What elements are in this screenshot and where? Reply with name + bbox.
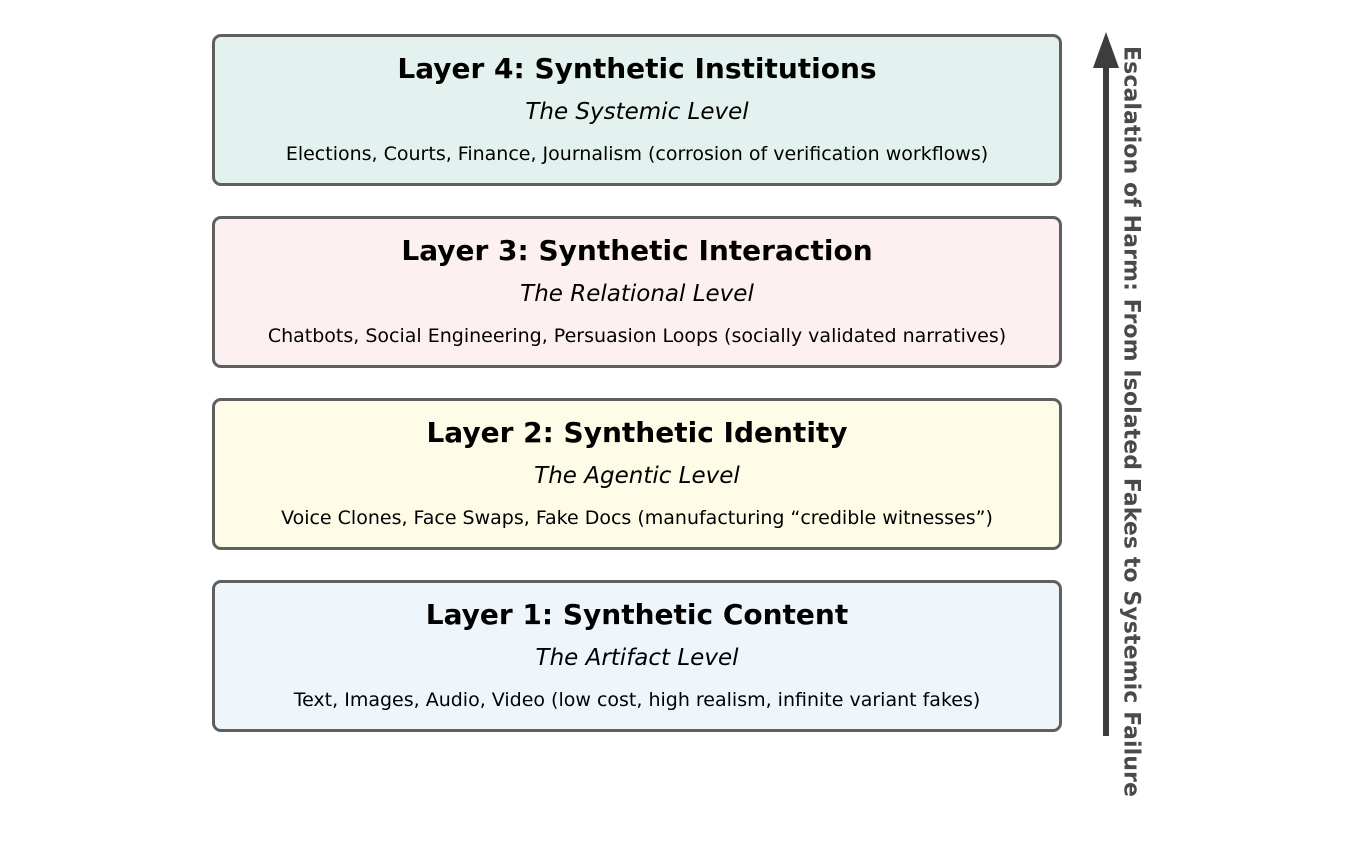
layer-subtitle: The Agentic Level: [534, 463, 740, 489]
layer-title: Layer 3: Synthetic Interaction: [401, 234, 873, 267]
layer-title: Layer 1: Synthetic Content: [425, 598, 849, 631]
axis-label-text: Escalation of Harm: From Isolated Fakes …: [1118, 46, 1144, 797]
layer-title: Layer 2: Synthetic Identity: [426, 416, 848, 449]
layer-subtitle: The Relational Level: [520, 281, 754, 307]
layer-description: Voice Clones, Face Swaps, Fake Docs (man…: [281, 507, 993, 529]
layer-box-1: Layer 1: Synthetic Content The Artifact …: [212, 580, 1062, 732]
escalation-arrow-icon: [1093, 32, 1119, 736]
layer-box-4: Layer 4: Synthetic Institutions The Syst…: [212, 34, 1062, 186]
layer-subtitle: The Artifact Level: [535, 645, 739, 671]
layer-subtitle: The Systemic Level: [525, 99, 749, 125]
layer-description: Elections, Courts, Finance, Journalism (…: [285, 143, 989, 165]
layer-box-2: Layer 2: Synthetic Identity The Agentic …: [212, 398, 1062, 550]
layer-title: Layer 4: Synthetic Institutions: [397, 52, 877, 85]
escalation-arrow-head: [1093, 32, 1119, 68]
layer-description: Chatbots, Social Engineering, Persuasion…: [267, 325, 1007, 347]
layer-description: Text, Images, Audio, Video (low cost, hi…: [293, 689, 981, 711]
layer-box-3: Layer 3: Synthetic Interaction The Relat…: [212, 216, 1062, 368]
